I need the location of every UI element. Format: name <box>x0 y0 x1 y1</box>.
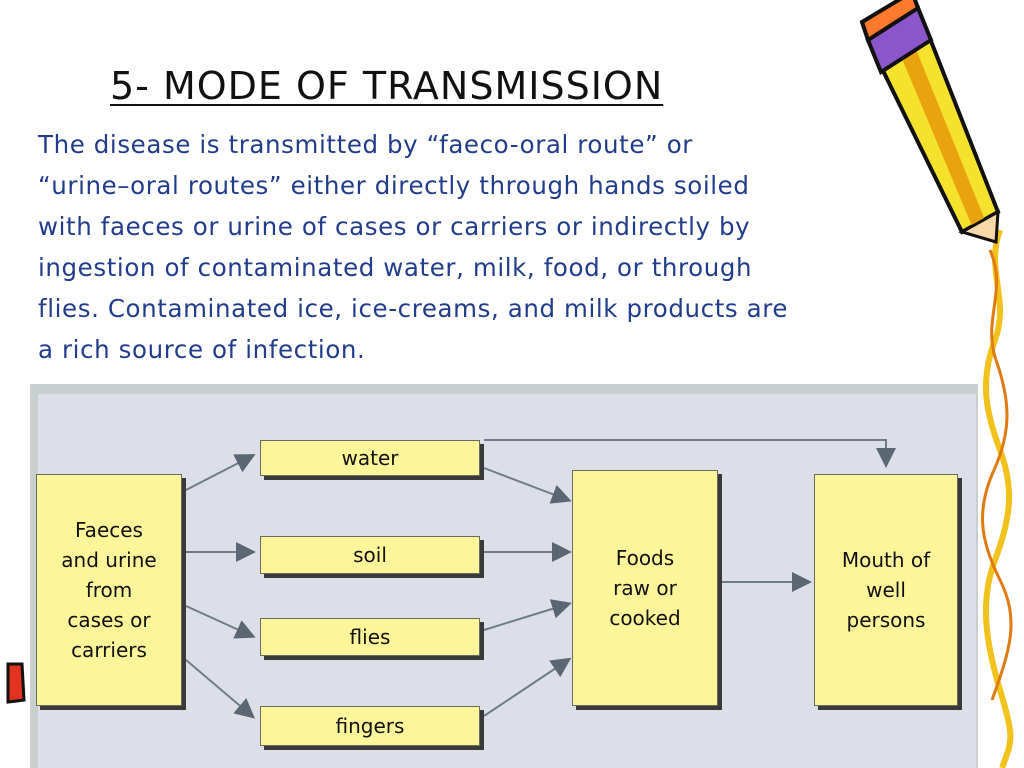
route-box-flies: flies <box>260 618 480 656</box>
mouth-box: Mouth of well persons <box>814 474 958 706</box>
paragraph-line: ingestion of contaminated water, milk, f… <box>38 253 753 282</box>
source-line: cases or <box>67 608 151 632</box>
mouth-line: Mouth of <box>841 548 931 572</box>
route-box-soil: soil <box>260 536 480 574</box>
source-box: Faeces and urine from cases or carriers <box>36 474 182 706</box>
foods-line: Foods <box>615 546 675 570</box>
paragraph-line: with faeces or urine of cases or carrier… <box>38 212 751 241</box>
foods-line: cooked <box>609 606 681 630</box>
paragraph-line: a rich source of infection. <box>38 335 366 364</box>
foods-box: Foods raw or cooked <box>572 470 718 706</box>
route-label: fingers <box>335 714 405 738</box>
route-label: flies <box>349 625 391 649</box>
source-line: and urine <box>61 548 157 572</box>
paragraph-line: The disease is transmitted by “faeco-ora… <box>38 130 693 159</box>
description-paragraph: The disease is transmitted by “faeco-ora… <box>38 124 788 370</box>
route-label: soil <box>353 543 387 567</box>
paragraph-line: flies. Contaminated ice, ice-creams, and… <box>38 294 789 323</box>
mouth-line: well <box>866 578 906 602</box>
route-box-water: water <box>260 440 480 476</box>
mouth-line: persons <box>846 608 926 632</box>
route-label: water <box>341 446 399 470</box>
foods-line: raw or <box>613 576 677 600</box>
source-line: carriers <box>71 638 147 662</box>
route-box-fingers: fingers <box>260 706 480 746</box>
slide-title: 5- MODE OF TRANSMISSION <box>110 64 664 108</box>
source-line: from <box>85 578 133 602</box>
paragraph-line: “urine–oral routes” either directly thro… <box>38 171 750 200</box>
source-line: Faeces <box>75 518 143 542</box>
